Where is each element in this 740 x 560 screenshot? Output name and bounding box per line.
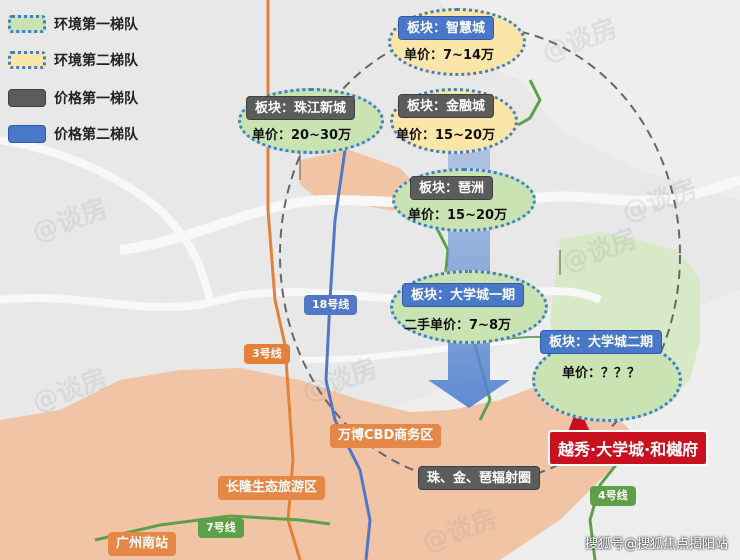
legend-swatch	[8, 51, 46, 69]
legend-label: 价格第二梯队	[54, 127, 138, 143]
block-price-daxuecheng1: 二手单价：7~8万	[404, 318, 511, 333]
footer-credit: 搜狐号@搜狐焦点揭阳站	[584, 537, 728, 552]
legend-item-env1: 环境第一梯队	[8, 14, 138, 34]
block-price-jinrongcheng: 单价：15~20万	[396, 128, 496, 143]
block-label-pazhou: 板块：琶洲	[410, 176, 494, 200]
zone-daxuecheng1	[390, 270, 548, 344]
block-price-zhihuicheng: 单价：7~14万	[404, 48, 495, 63]
legend-item-env2: 环境第二梯队	[8, 50, 138, 70]
legend-swatch	[8, 89, 46, 107]
block-label-zhujiang: 板块：珠江新城	[246, 96, 356, 120]
place-label-radiation: 珠、金、琶辐射圈	[418, 466, 541, 490]
metro-line-18	[324, 149, 372, 560]
metro-label-4: 4号线	[590, 486, 636, 506]
place-label-wanbo: 万博CBD商务区	[330, 424, 442, 448]
metro-label-3: 3号线	[244, 344, 290, 364]
block-label-zhihuicheng: 板块：智慧城	[398, 16, 495, 40]
block-label-daxuecheng1: 板块：大学城一期	[402, 283, 525, 307]
metro-label-18: 18号线	[304, 295, 358, 315]
block-label-daxuecheng2: 板块：大学城二期	[540, 330, 663, 354]
legend-item-price2: 价格第二梯队	[8, 124, 138, 144]
metro-line-7	[94, 514, 331, 542]
legend-label: 环境第一梯队	[54, 17, 138, 33]
legend-label: 环境第二梯队	[54, 53, 138, 69]
district-area	[0, 0, 740, 420]
block-price-pazhou: 单价：15~20万	[408, 208, 508, 223]
place-label-changlong: 长隆生态旅游区	[218, 476, 326, 500]
metro-line-green-north	[517, 79, 542, 127]
block-price-daxuecheng2: 单价：？？？	[562, 366, 641, 381]
district-orange-south	[0, 368, 640, 560]
block-price-zhujiang: 单价：20~30万	[252, 128, 352, 143]
legend-swatch	[8, 15, 46, 33]
project-callout: 越秀·大学城·和樾府	[548, 430, 709, 466]
legend-label: 价格第一梯队	[54, 91, 138, 107]
legend-swatch	[8, 125, 46, 143]
block-label-jinrongcheng: 板块：金融城	[398, 94, 495, 118]
metro-label-7: 7号线	[198, 518, 244, 538]
place-label-guangzhou-south: 广州南站	[108, 532, 177, 556]
legend-item-price1: 价格第一梯队	[8, 88, 138, 108]
river	[0, 136, 214, 301]
